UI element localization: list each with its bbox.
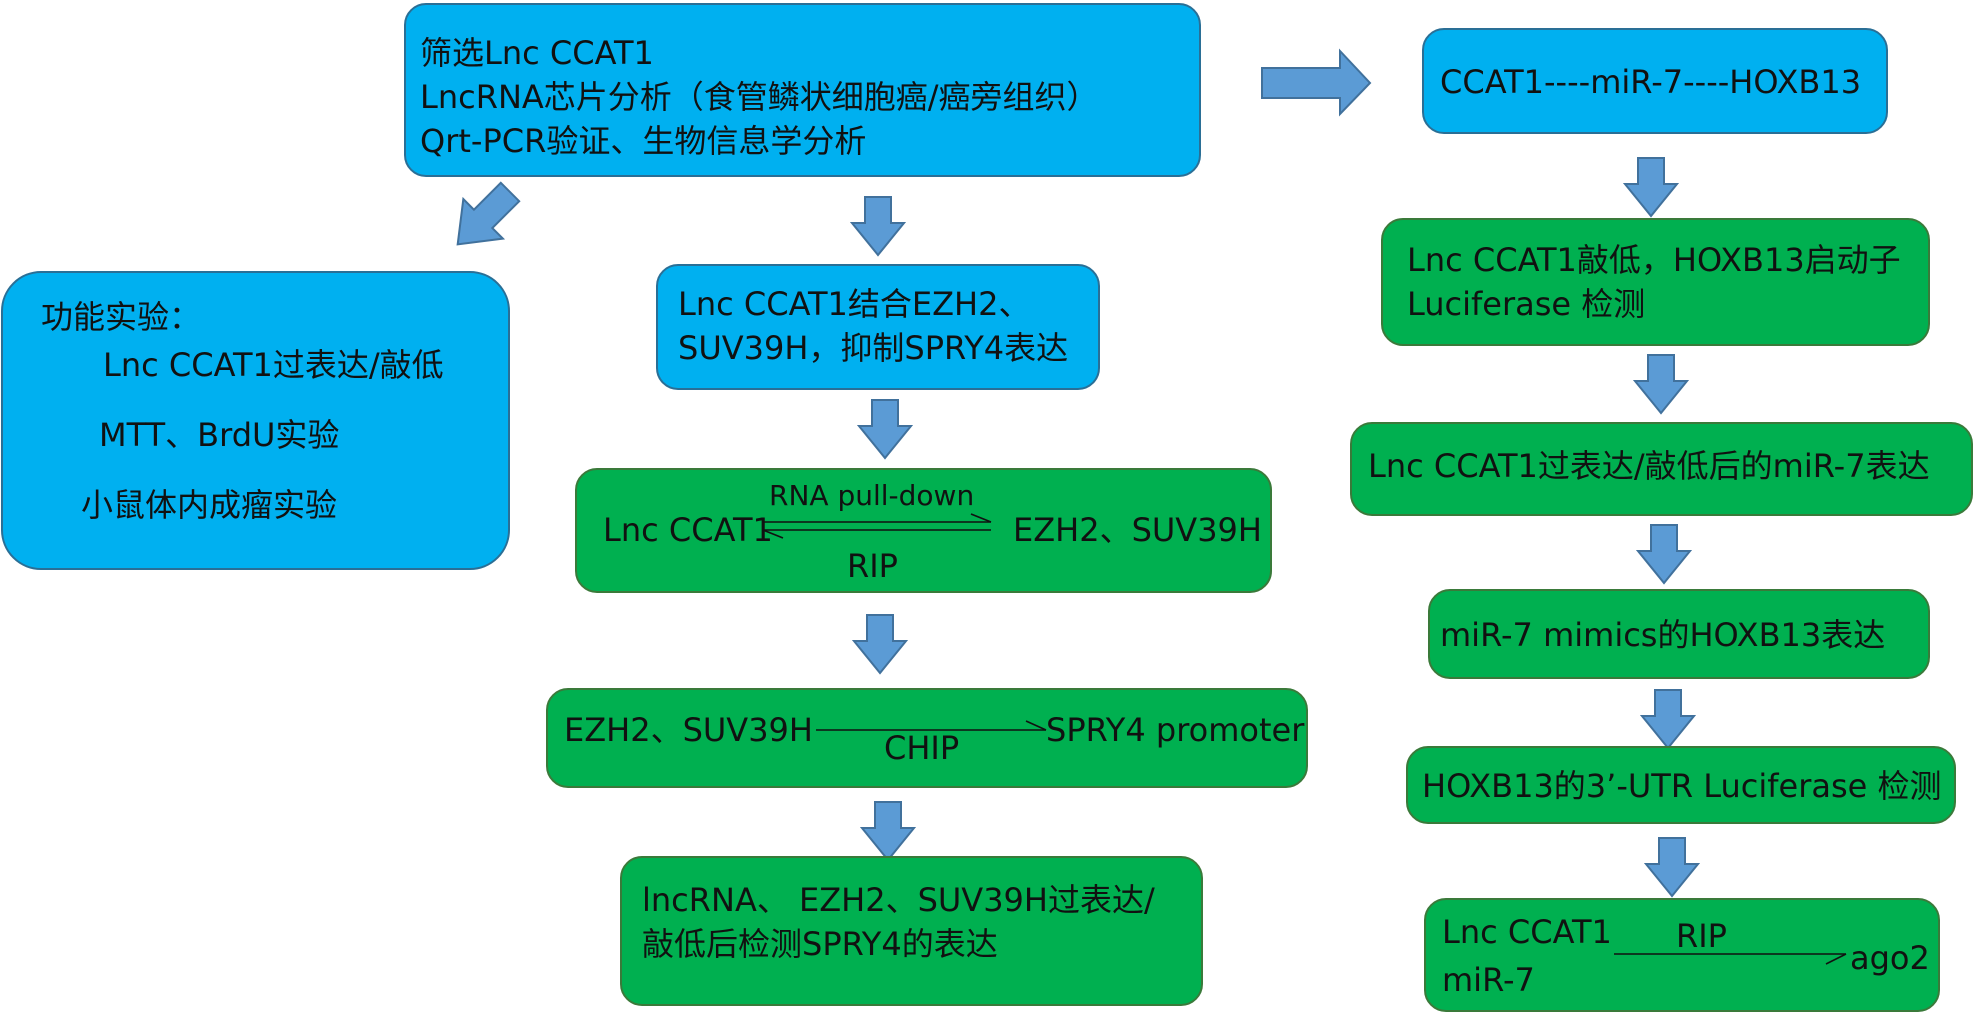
arrow-to-function-box bbox=[456, 181, 521, 246]
box3-left-label: EZH2、SUV39H bbox=[564, 711, 813, 749]
right-box-6-left-bottom: miR-7 bbox=[1442, 961, 1535, 999]
screening-line-1: 筛选Lnc CCAT1 bbox=[420, 34, 654, 72]
center-box-1-line-1: Lnc CCAT1结合EZH2、 bbox=[678, 285, 1031, 323]
right-box-5: HOXB13的3’-UTR Luciferase 检测 bbox=[1406, 746, 1956, 824]
right-box-3-text: Lnc CCAT1过表达/敲低后的miR-7表达 bbox=[1368, 447, 1930, 485]
box2-bottom-label: RIP bbox=[847, 547, 898, 585]
arrow-right-4 bbox=[1641, 689, 1695, 749]
right-box-6: Lnc CCAT1 miR-7 RIP ago2 bbox=[1424, 898, 1940, 1012]
arrow-right-1 bbox=[1624, 157, 1678, 217]
screening-box: 筛选Lnc CCAT1 LncRNA芯片分析（食管鳞状细胞癌/癌旁组织） Qrt… bbox=[404, 3, 1201, 177]
box3-right-label: SPRY4 promoter bbox=[1046, 711, 1305, 749]
right-box-2-line-2: Luciferase 检测 bbox=[1407, 285, 1646, 323]
screening-line-2: LncRNA芯片分析（食管鳞状细胞癌/癌旁组织） bbox=[420, 78, 1099, 116]
right-box-5-text: HOXB13的3’-UTR Luciferase 检测 bbox=[1422, 767, 1942, 805]
bidirectional-arrows bbox=[762, 513, 992, 539]
arrow-right-2 bbox=[1634, 354, 1688, 414]
center-box-4-line-1: lncRNA、 EZH2、SUV39H过表达/ bbox=[642, 881, 1155, 919]
right-box-6-label: RIP bbox=[1676, 917, 1727, 955]
right-box-2: Lnc CCAT1敲低，HOXB13启动子 Luciferase 检测 bbox=[1381, 218, 1930, 346]
center-box-1: Lnc CCAT1结合EZH2、 SUV39H，抑制SPRY4表达 bbox=[656, 264, 1100, 390]
arrow-right-5 bbox=[1645, 837, 1699, 897]
arrow-down-3 bbox=[853, 614, 907, 674]
center-box-3: EZH2、SUV39H CHIP SPRY4 promoter bbox=[546, 688, 1308, 788]
function-experiment-box: 功能实验： Lnc CCAT1过表达/敲低 MTT、BrdU实验 小鼠体内成瘤实… bbox=[1, 271, 510, 570]
function-item-3: 小鼠体内成瘤实验 bbox=[81, 486, 338, 524]
arrow-right-3 bbox=[1637, 524, 1691, 584]
center-box-1-line-2: SUV39H，抑制SPRY4表达 bbox=[678, 329, 1069, 367]
function-title: 功能实验： bbox=[41, 298, 202, 336]
arrow-down-1 bbox=[851, 196, 905, 256]
box2-top-label: RNA pull-down bbox=[769, 479, 975, 512]
right-box-1: CCAT1----miR-7----HOXB13 bbox=[1422, 28, 1888, 134]
right-box-1-text: CCAT1----miR-7----HOXB13 bbox=[1440, 63, 1862, 101]
right-box-3: Lnc CCAT1过表达/敲低后的miR-7表达 bbox=[1350, 422, 1973, 516]
box3-label: CHIP bbox=[884, 729, 960, 767]
center-box-2: Lnc CCAT1 RNA pull-down RIP EZH2、SUV39H bbox=[575, 468, 1272, 593]
center-box-4: lncRNA、 EZH2、SUV39H过表达/ 敲低后检测SPRY4的表达 bbox=[620, 856, 1203, 1006]
box2-right-label: EZH2、SUV39H bbox=[1013, 511, 1262, 549]
right-box-4: miR-7 mimics的HOXB13表达 bbox=[1428, 589, 1930, 679]
rip-arrow bbox=[1614, 953, 1847, 965]
screening-line-3: Qrt-PCR验证、生物信息学分析 bbox=[420, 122, 867, 160]
right-box-6-left-top: Lnc CCAT1 bbox=[1442, 913, 1612, 951]
function-item-2: MTT、BrdU实验 bbox=[99, 416, 340, 454]
center-box-4-line-2: 敲低后检测SPRY4的表达 bbox=[642, 925, 998, 963]
arrow-down-4 bbox=[861, 801, 915, 861]
box2-left-label: Lnc CCAT1 bbox=[603, 511, 773, 549]
chip-arrow bbox=[816, 720, 1047, 731]
right-box-6-right: ago2 bbox=[1850, 939, 1930, 977]
arrow-to-right-column bbox=[1261, 48, 1372, 117]
right-box-2-line-1: Lnc CCAT1敲低，HOXB13启动子 bbox=[1407, 241, 1901, 279]
arrow-down-2 bbox=[858, 399, 912, 459]
right-box-4-text: miR-7 mimics的HOXB13表达 bbox=[1440, 616, 1886, 654]
function-item-1: Lnc CCAT1过表达/敲低 bbox=[103, 346, 444, 384]
